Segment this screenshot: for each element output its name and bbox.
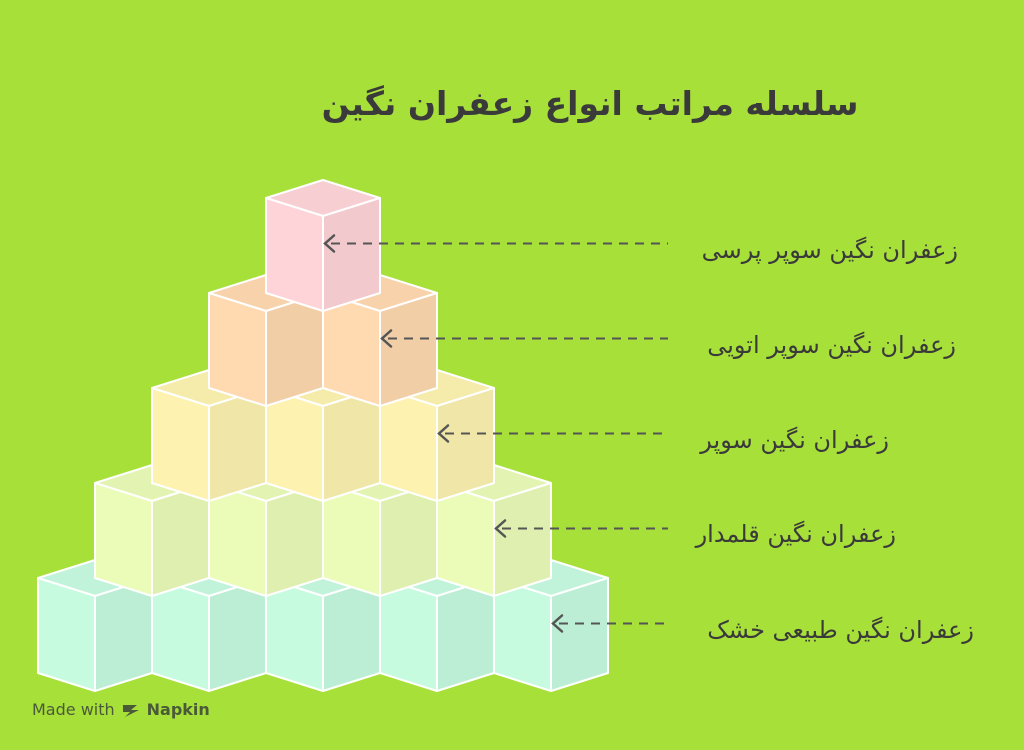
diagram-title: سلسله مراتب انواع زعفران نگین: [321, 84, 859, 123]
cube-level-2-2-left: [322, 292, 381, 407]
cube-level-3-3-right: [436, 387, 495, 502]
cube-level-5-4-left: [379, 577, 438, 692]
cube-level-4-2-right: [265, 482, 324, 597]
cube-level-3-1-left: [151, 387, 210, 502]
cube-level-5-3-left: [265, 577, 324, 692]
cube-level-4-3-left: [322, 482, 381, 597]
made-with-napkin[interactable]: Made with Napkin: [32, 700, 210, 719]
arrowhead-icon-3: [437, 424, 450, 443]
cube-level-3-2-right: [322, 387, 381, 502]
made-with-text: Made with: [32, 700, 115, 719]
cube-level-2-1-right: [265, 292, 324, 407]
cube-level-4-2-left: [208, 482, 267, 597]
level-label-2: زعفران نگین سوپر اتویی: [707, 331, 956, 359]
cube-level-3-1-right: [208, 387, 267, 502]
cube-level-3-3-left: [379, 387, 438, 502]
arrowhead-icon-5: [551, 614, 564, 633]
cube-level-4-4-left: [436, 482, 495, 597]
cube-level-4-4-right: [493, 482, 552, 597]
cube-level-2-2-right: [379, 292, 438, 407]
cube-level-5-2-left: [151, 577, 210, 692]
cube-level-4-1-right: [151, 482, 210, 597]
level-label-3: زعفران نگین سوپر: [700, 426, 889, 454]
cube-level-1-1-left: [265, 197, 324, 312]
cube-level-5-5-right: [550, 577, 609, 692]
cube-pyramid: [37, 179, 609, 692]
cube-level-5-1-left: [37, 577, 96, 692]
cube-level-4-3-right: [379, 482, 438, 597]
level-label-4: زعفران نگین قلمدار: [695, 520, 896, 548]
cube-level-5-3-right: [322, 577, 381, 692]
cube-level-3-2-left: [265, 387, 324, 502]
cube-level-5-1-right: [94, 577, 153, 692]
arrowhead-icon-2: [380, 329, 393, 348]
arrowhead-icon-4: [494, 519, 507, 538]
level-label-5: زعفران نگین طبیعی خشک: [707, 616, 974, 644]
napkin-logo-icon: [122, 704, 139, 717]
cube-level-1-1-right: [322, 197, 381, 312]
cube-level-5-5-left: [493, 577, 552, 692]
level-label-1: زعفران نگین سوپر پرسی: [701, 236, 958, 264]
arrowhead-icon-1: [323, 234, 336, 253]
cube-level-5-4-right: [436, 577, 495, 692]
cube-level-5-2-right: [208, 577, 267, 692]
napkin-brand: Napkin: [146, 700, 210, 719]
connector-lines: [323, 234, 668, 633]
cube-level-2-1-left: [208, 292, 267, 407]
cube-level-4-1-left: [94, 482, 153, 597]
